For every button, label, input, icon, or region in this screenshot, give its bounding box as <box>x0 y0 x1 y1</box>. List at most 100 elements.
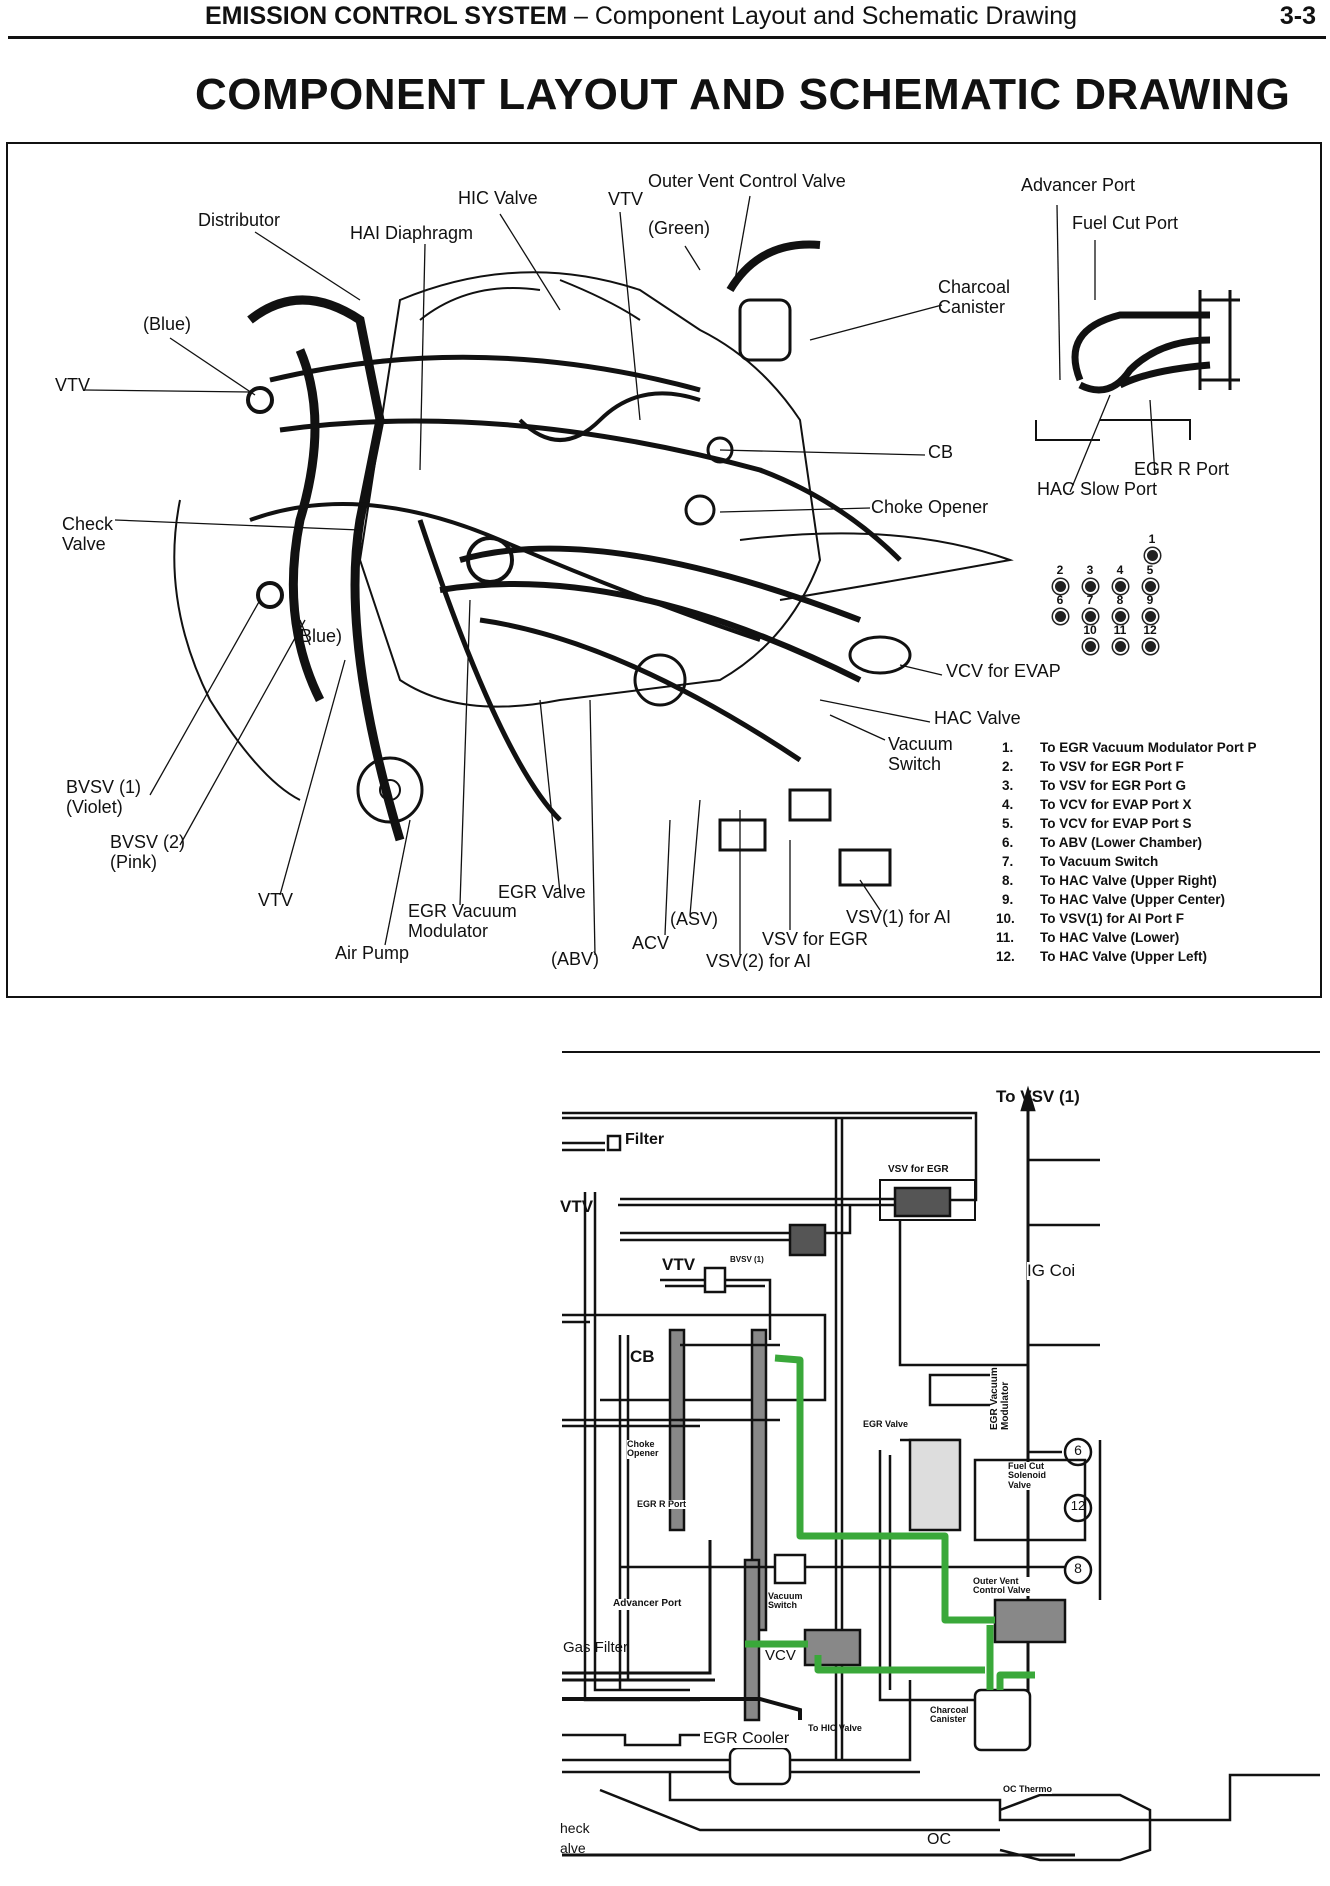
legend-text: To VSV(1) for AI Port F <box>1040 911 1184 926</box>
label-egr-valve: EGR Valve <box>863 1419 909 1430</box>
label-outer-vent-control-valve: Outer Vent Control Valve <box>973 1576 1031 1596</box>
legend-num: 7. <box>1002 854 1014 869</box>
legend-num: 10. <box>996 911 1015 926</box>
label-ig-coil: IG Coi <box>1027 1261 1076 1280</box>
evap-hose-path <box>745 1354 1035 1690</box>
label-advancer-port: Advancer Port <box>1021 175 1136 195</box>
label-vsv2-for-ai: VSV(2) for AI <box>706 951 812 971</box>
label-abv: (ABV) <box>551 949 600 969</box>
port-number: 12 <box>1143 623 1157 637</box>
port-number: 1 <box>1148 532 1156 546</box>
label-gas-filter: Gas Filter <box>563 1639 629 1656</box>
legend-text: To VCV for EVAP Port X <box>1040 797 1192 812</box>
port-number: 5 <box>1146 563 1154 577</box>
label-to-vsv1: To VSV (1) <box>996 1087 1080 1106</box>
legend-num: 3. <box>1002 778 1014 793</box>
label-check-valve: Check Valve <box>62 514 114 554</box>
legend-text: To HAC Valve (Upper Right) <box>1040 873 1217 888</box>
engine-illustration <box>84 195 1240 956</box>
port-circle-8: 8 <box>1074 1560 1082 1576</box>
legend-text: To VCV for EVAP Port S <box>1040 816 1192 831</box>
label-egr-r-port: EGR R Port <box>1134 459 1230 479</box>
page-title: COMPONENT LAYOUT AND SCHEMATIC DRAWING <box>195 70 1291 119</box>
port-dot <box>1083 609 1098 624</box>
legend-text: To Vacuum Switch <box>1040 854 1159 869</box>
label-hac-slow-port: HAC Slow Port <box>1037 479 1158 499</box>
header-rule <box>8 36 1326 39</box>
component-layout-figure <box>6 142 1322 998</box>
label-acv: ACV <box>632 933 670 953</box>
label-vacuum-switch: Vacuum Switch <box>768 1591 803 1611</box>
legend-text: To HAC Valve (Upper Left) <box>1040 949 1208 964</box>
legend-text: To EGR Vacuum Modulator Port P <box>1040 740 1257 755</box>
legend-text: To HAC Valve (Upper Center) <box>1040 892 1226 907</box>
label-fuel-cut-port: Fuel Cut Port <box>1072 213 1179 233</box>
port-number: 10 <box>1083 623 1097 637</box>
label-green: (Green) <box>648 218 711 238</box>
legend-num: 1. <box>1002 740 1014 755</box>
label-cb: CB <box>630 1347 655 1366</box>
port-number: 3 <box>1086 563 1094 577</box>
label-outer-vent-control-valve: Outer Vent Control Valve <box>648 171 846 191</box>
port-circle-12: 12 <box>1070 1498 1086 1513</box>
port-circle-6: 6 <box>1074 1442 1082 1458</box>
legend-text: To HAC Valve (Lower) <box>1040 930 1180 945</box>
legend-num: 2. <box>1002 759 1014 774</box>
label-distributor: Distributor <box>198 210 281 230</box>
port-dot <box>1113 609 1128 624</box>
label-vsv1-for-ai: VSV(1) for AI <box>846 907 952 927</box>
label-vtv-top: VTV <box>608 189 644 209</box>
legend-num: 9. <box>1002 892 1014 907</box>
label-vacuum-switch: Vacuum Switch <box>888 734 953 774</box>
label-vcv: VCV <box>765 1647 796 1664</box>
label-filter: Filter <box>625 1131 665 1148</box>
page-number: 3-3 <box>1279 2 1316 30</box>
label-blue-mid: (Blue) <box>294 626 343 646</box>
label-to-hic-valve: To HIC Valve <box>808 1723 862 1733</box>
legend-text: To VSV for EGR Port F <box>1040 759 1184 774</box>
port-number: 2 <box>1056 563 1064 577</box>
label-egr-r-port: EGR R Port <box>637 1499 687 1510</box>
port-dot <box>1143 639 1158 654</box>
header-subtitle: – Component Layout and Schematic Drawing <box>567 2 1078 30</box>
port-dot <box>1143 609 1158 624</box>
label-hic-valve: HIC Valve <box>458 188 538 208</box>
label-vtv-bottom: VTV <box>258 890 294 910</box>
label-asv: (ASV) <box>670 909 719 929</box>
port-dot <box>1053 609 1068 624</box>
port-dot <box>1053 579 1068 594</box>
label-fuel-cut-solenoid-valve: Fuel Cut Solenoid Valve <box>1008 1461 1046 1491</box>
port-dot <box>1143 579 1158 594</box>
port-dot <box>1145 548 1160 563</box>
port-number: 8 <box>1116 593 1124 607</box>
port-dot <box>1083 639 1098 654</box>
legend-text: To ABV (Lower Chamber) <box>1040 835 1203 850</box>
legend-num: 12. <box>996 949 1015 964</box>
label-advancer-port: Advancer Port <box>613 1598 682 1610</box>
port-number: 4 <box>1116 563 1124 577</box>
label-bvsv1: BVSV (1) <box>730 1255 764 1264</box>
legend-text: To VSV for EGR Port G <box>1040 778 1187 793</box>
label-cb: CB <box>928 442 954 462</box>
label-bvsv1: BVSV (1) (Violet) <box>66 777 142 817</box>
legend-num: 11. <box>996 930 1015 945</box>
label-blue-top: (Blue) <box>143 314 192 334</box>
legend-num: 5. <box>1002 816 1014 831</box>
label-oc-thermo: OC Thermo <box>1003 1784 1053 1795</box>
label-choke-opener: Choke Opener <box>871 497 989 517</box>
label-vtv-left: VTV <box>560 1197 594 1216</box>
label-vtv-left: VTV <box>55 375 91 395</box>
label-bvsv2: BVSV (2) (Pink) <box>110 832 186 872</box>
label-vtv: VTV <box>662 1255 696 1274</box>
label-vcv-for-evap: VCV for EVAP <box>946 661 1061 681</box>
legend-num: 8. <box>1002 873 1014 888</box>
port-dot <box>1083 579 1098 594</box>
label-egr-vacuum-modulator: EGR Vacuum Modulator <box>989 1367 1011 1430</box>
header-section: EMISSION CONTROL SYSTEM <box>205 2 568 30</box>
label-choke-opener: Choke Opener <box>627 1439 659 1459</box>
label-hai-diaphragm: HAI Diaphragm <box>350 223 474 243</box>
label-oc: OC <box>927 1831 951 1849</box>
label-egr-vacuum-modulator: EGR Vacuum Modulator <box>408 901 517 941</box>
label-egr-cooler: EGR Cooler <box>703 1730 790 1748</box>
